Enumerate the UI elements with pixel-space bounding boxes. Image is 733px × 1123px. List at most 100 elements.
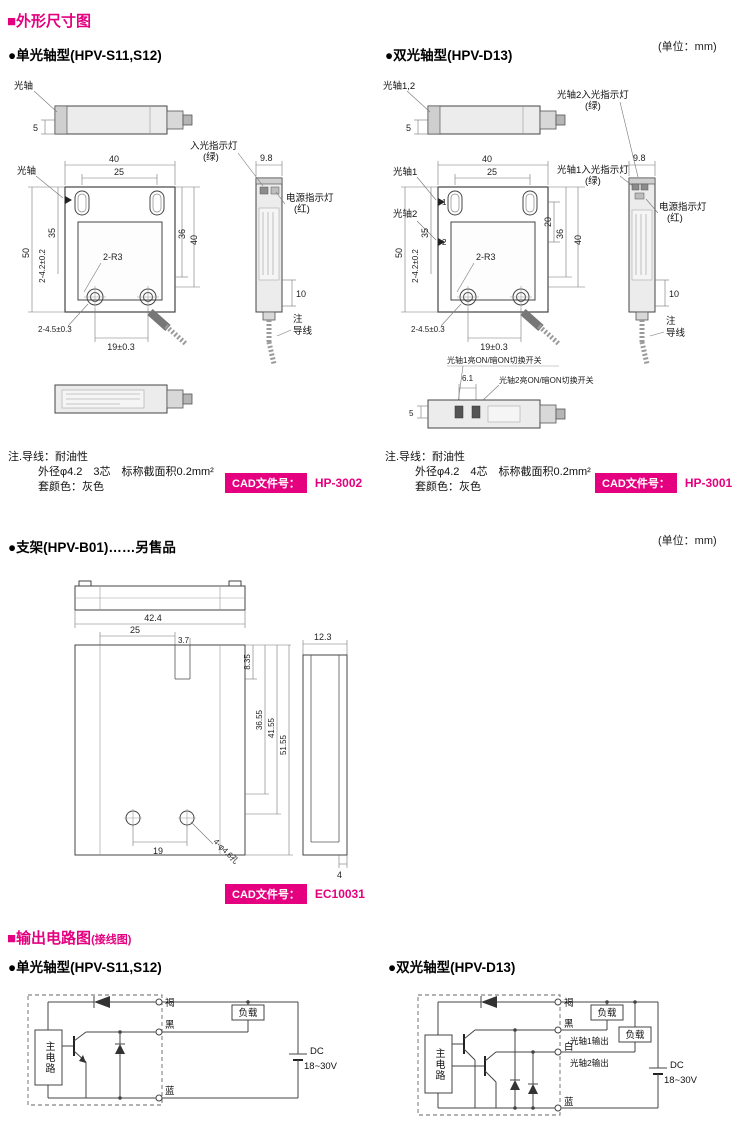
single-front-dim-40b: 40	[189, 235, 199, 245]
dual-front-axis1-label: 光轴1	[393, 166, 417, 178]
section-title-dimensions: ■外形尺寸图	[7, 13, 92, 30]
zener-diode	[115, 1044, 125, 1054]
zener-diode-1	[510, 1080, 520, 1090]
dual-cad-number: HP-3001	[684, 476, 733, 490]
dual-front-view: 40 25 1 2 光轴1 光轴2 2-R3 50 2-4.2±0	[393, 154, 585, 352]
single-voltage-label: 18~30V	[304, 1061, 338, 1072]
single-cad-row: CAD文件号： HP-3002	[225, 473, 362, 493]
circuit-dual-heading: ●双光轴型(HPV-D13)	[388, 960, 516, 975]
single-front-dim-40: 40	[109, 154, 119, 164]
single-front-view: 40 25 光轴 2-R3 50 2-4.2±0.2 35	[17, 154, 200, 352]
dual-note-line2: 外径φ4.2 4芯 标称截面积0.2mm²	[415, 466, 591, 478]
bracket-dim-835: 8.35	[243, 654, 252, 670]
single-in-lamp-label: 入光指示灯	[190, 140, 238, 152]
single-front-dim-r3: 2-R3	[103, 252, 123, 262]
circuit-section-heading: ■输出电路图(接线图)	[7, 927, 131, 948]
single-front-axis-label: 光轴	[17, 165, 36, 177]
circuit-section-sub: (接线图)	[91, 934, 132, 946]
single-front-dim-mount: 2-4.5±0.3	[38, 325, 72, 334]
dual-front-dim-20: 20	[543, 217, 553, 227]
dual-switch2-label: 光轴2亮ON/暗ON切换开关	[499, 375, 594, 385]
dual-front-dim-holes: 2-4.2±0.2	[411, 249, 420, 283]
dual-blue-label: 蓝	[564, 1096, 574, 1108]
dual-front-dim-25: 25	[487, 167, 497, 177]
dual-front-dim-19: 19±0.3	[480, 342, 507, 352]
dual-note-line1: 注.导线：耐油性	[385, 451, 466, 463]
bracket-front-view: 25 3.7 8.35 36.55 41.55 51.55	[74, 625, 293, 866]
dual-side-dim-10: 10	[669, 289, 679, 299]
single-side-dim-10: 10	[296, 289, 306, 299]
dual-front-dim-35: 35	[420, 228, 430, 238]
dual-axis-heading: ●双光轴型(HPV-D13)	[385, 48, 513, 63]
dual-top-view: 光轴1,2 5	[383, 80, 566, 135]
dual-in-lamp2-label: 光轴2入光指示灯	[557, 89, 629, 101]
single-wire-label: 导线	[293, 325, 313, 337]
dual-switch-detail-view: 光轴1亮ON/暗ON切换开关 6.1 光轴2亮ON/暗ON切换开关 5	[409, 355, 594, 429]
single-axis-drawing: 光轴 5 40 25 光轴 2-R3	[14, 80, 334, 414]
single-blue-label: 蓝	[165, 1085, 175, 1097]
dual-front-dim-40: 40	[482, 154, 492, 164]
single-topview-dim-5: 5	[33, 123, 38, 133]
bracket-heading: ●支架(HPV-B01)……另售品	[8, 540, 176, 555]
single-side-view: 9.8 入光指示灯 (绿) 电源指示灯 (红) 10 注 导线	[190, 140, 334, 365]
circuit-section-title: ■输出电路图	[7, 930, 92, 947]
dual-white-label: 白	[564, 1041, 574, 1053]
brown-terminal	[155, 998, 163, 1006]
dual-front-dim-36: 36	[555, 229, 565, 239]
single-note-line1: 注.导线：耐油性	[8, 451, 89, 463]
dual-cad-row: CAD文件号： HP-3001	[595, 473, 732, 493]
unit-label-bracket: (单位：mm)	[658, 535, 717, 547]
single-note-mark: 注	[293, 313, 303, 325]
dual-front-dim-mount: 2-4.5±0.3	[411, 325, 445, 334]
dual-notes: 注.导线：耐油性 外径φ4.2 4芯 标称截面积0.2mm² 套颜色：灰色	[385, 450, 591, 495]
dual-switch1-label: 光轴1亮ON/暗ON切换开关	[447, 355, 542, 365]
dual-front-mark-2: 2	[442, 238, 447, 247]
single-side-dim-98: 9.8	[260, 153, 273, 163]
dual-circuit-diagram: 负载 负载 褐 黑 光轴1输出 白 光轴2输出 蓝 DC 18~30V	[417, 994, 698, 1116]
dual-side-dim-98: 9.8	[633, 153, 646, 163]
single-front-dim-25: 25	[114, 167, 124, 177]
dual-topview-axis-label: 光轴1,2	[383, 80, 415, 92]
bracket-dim-25: 25	[130, 625, 140, 635]
single-front-dim-35: 35	[47, 228, 57, 238]
single-black-label: 黑	[165, 1020, 175, 1031]
dual-power-lamp-color: (红)	[667, 212, 683, 224]
bracket-dim-4155: 41.55	[267, 717, 276, 738]
dual-out2-label: 光轴2输出	[570, 1058, 609, 1068]
dual-in-lamp2-color: (绿)	[585, 100, 601, 112]
dual-brown-label: 褐	[564, 997, 574, 1009]
single-brown-label: 褐	[165, 997, 175, 1009]
bracket-dim-37: 3.7	[178, 636, 190, 645]
single-main-circuit-label: 主电路	[43, 1041, 54, 1074]
brown-terminal	[554, 998, 562, 1006]
black-terminal	[155, 1028, 163, 1036]
bracket-side-view: 12.3 4	[302, 632, 348, 880]
single-note-line2: 外径φ4.2 3芯 标称截面积0.2mm²	[38, 466, 214, 478]
blue-terminal	[155, 1094, 163, 1102]
dual-switch-dim-61: 6.1	[462, 374, 474, 383]
dual-switch-dim-5: 5	[409, 409, 414, 418]
dual-side-view: 9.8 光轴2入光指示灯 (绿) 光轴1入光指示灯 (绿) 电源指示灯 (红) …	[557, 89, 707, 365]
dual-load1-label: 负载	[597, 1007, 617, 1019]
dual-in-lamp1-label: 光轴1入光指示灯	[557, 164, 629, 176]
single-front-dim-holes: 2-4.2±0.2	[38, 249, 47, 283]
single-in-lamp-color: (绿)	[203, 151, 219, 163]
white-terminal	[554, 1048, 562, 1056]
dual-front-mark-1: 1	[442, 198, 447, 207]
bracket-cad-label: CAD文件号：	[225, 884, 307, 904]
dual-front-dim-50: 50	[394, 248, 404, 258]
single-circuit-diagram: 负载 褐 黑 蓝 DC 18~30V	[27, 994, 338, 1106]
dual-black-label: 黑	[564, 1019, 574, 1030]
dual-cad-label: CAD文件号：	[595, 473, 677, 493]
black-terminal	[554, 1026, 562, 1034]
single-note-line3: 套颜色：灰色	[38, 481, 104, 493]
blue-terminal	[554, 1104, 562, 1112]
single-topview-axis-label: 光轴	[14, 80, 33, 92]
bracket-dim-4: 4	[337, 870, 342, 880]
bracket-cad-row: CAD文件号： EC10031	[225, 884, 365, 904]
single-axis-heading: ●单光轴型(HPV-S11,S12)	[8, 48, 162, 63]
single-dc-label: DC	[310, 1046, 324, 1057]
bracket-cad-number: EC10031	[314, 887, 365, 901]
dual-front-dim-r3: 2-R3	[476, 252, 496, 262]
